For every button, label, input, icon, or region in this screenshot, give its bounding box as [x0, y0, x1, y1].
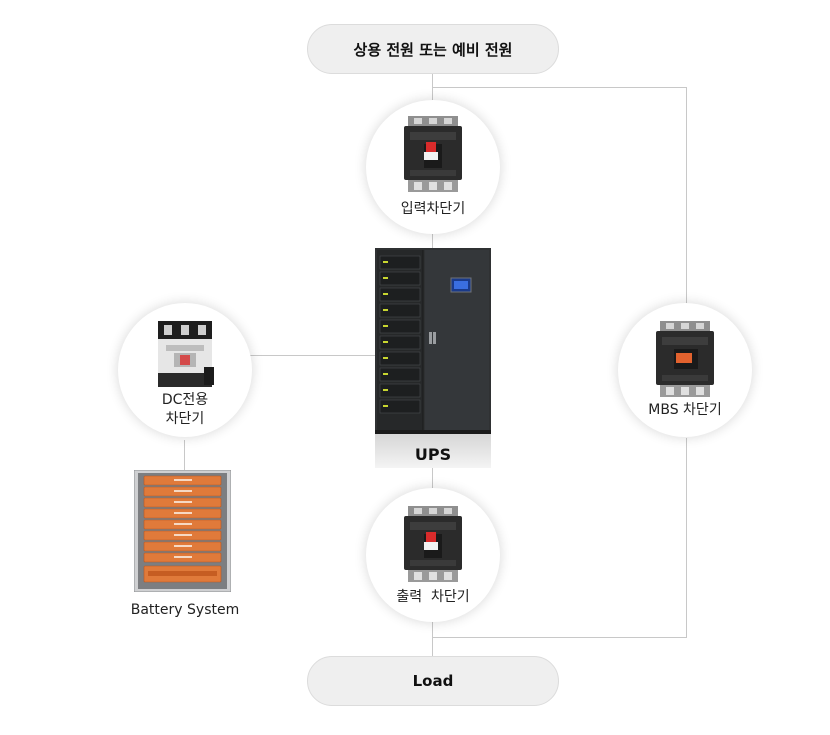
circuit-breaker-icon [656, 321, 714, 397]
ups-cabinet-icon [375, 248, 491, 468]
dc-breaker-node: DC전용 차단기 [118, 303, 252, 437]
wire-mbs-to-load-horizontal [432, 637, 687, 638]
circuit-breaker-icon [404, 506, 462, 582]
battery-system-label: Battery System [130, 602, 240, 618]
wire-source-to-input [432, 74, 433, 110]
dc-breaker-label-line2: 차단기 [165, 411, 205, 427]
input-breaker-node: 입력차단기 [366, 100, 500, 234]
battery-rack-icon [134, 470, 231, 592]
load-node: Load [307, 656, 559, 706]
input-breaker-label: 입력차단기 [400, 201, 466, 217]
wire-dc-to-battery [184, 440, 185, 470]
circuit-breaker-icon [404, 116, 462, 192]
output-breaker-label: 출력 차단기 [396, 589, 470, 605]
wire-mbs-top [686, 87, 687, 303]
wire-mbs-bottom [686, 438, 687, 638]
dc-breaker-icon [158, 321, 214, 387]
ups-label: UPS [414, 445, 452, 464]
dc-breaker-label-line1: DC전용 [161, 392, 209, 408]
output-breaker-node: 출력 차단기 [366, 488, 500, 622]
wire-ups-to-output [432, 466, 433, 490]
wire-source-to-mbs-horizontal [432, 87, 686, 88]
source-power-label: 상용 전원 또는 예비 전원 [353, 40, 513, 59]
wire-output-to-load [432, 620, 433, 656]
load-label: Load [412, 672, 454, 690]
mbs-breaker-label: MBS 차단기 [648, 402, 722, 418]
source-power-node: 상용 전원 또는 예비 전원 [307, 24, 559, 74]
mbs-breaker-node: MBS 차단기 [618, 303, 752, 437]
wire-input-to-ups [432, 234, 433, 250]
wire-dc-to-ups [250, 355, 375, 356]
